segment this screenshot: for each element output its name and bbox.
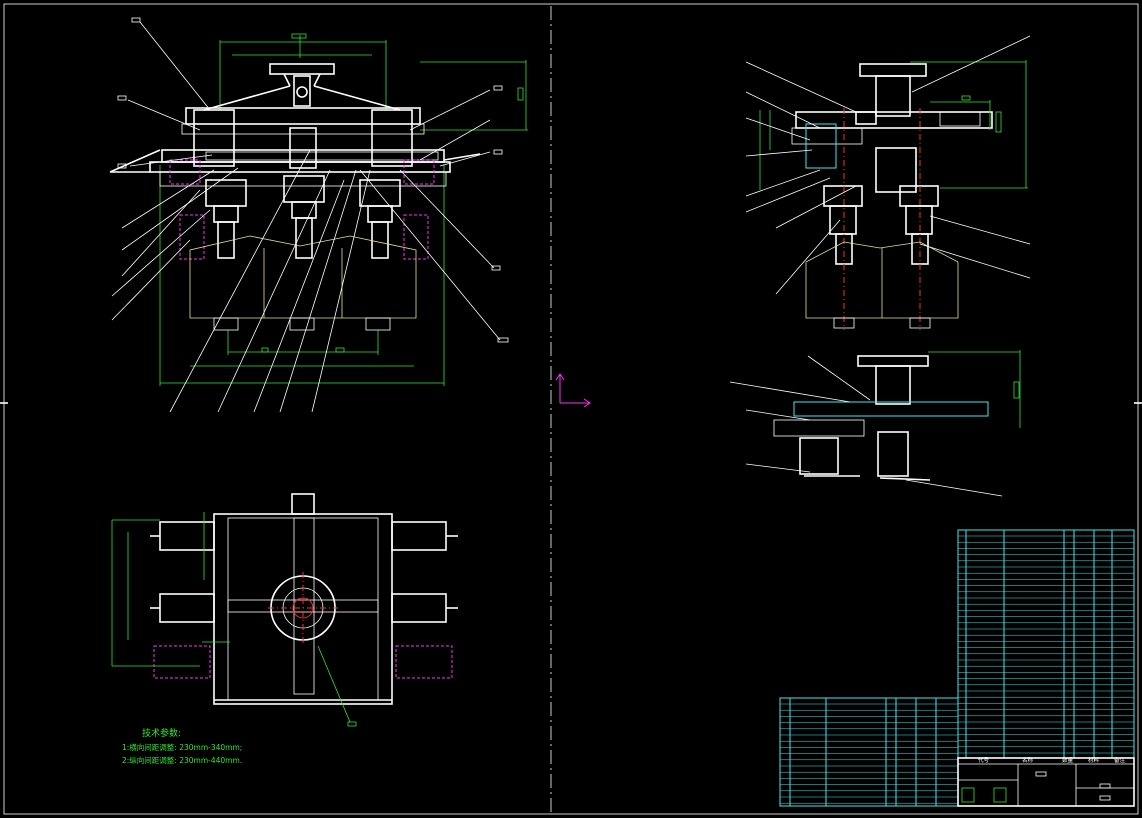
parts-list-right	[957, 529, 1135, 759]
gripper-heads	[205, 175, 401, 259]
title-block-col-name: 名称	[1022, 756, 1034, 764]
side-view-leaders	[745, 35, 1031, 295]
front-view	[109, 17, 528, 413]
side-view	[745, 35, 1031, 330]
partial-side-view	[729, 350, 1021, 497]
side-view-body	[791, 63, 993, 330]
bottles	[189, 235, 417, 331]
side-view-bottles	[805, 241, 959, 329]
front-view-dimensions	[159, 33, 528, 386]
top-view-dimensions	[111, 512, 357, 727]
front-view-hidden-parts	[169, 159, 435, 260]
title-block-col-qty: 数量	[1062, 756, 1074, 764]
sheet-border	[0, 3, 1142, 815]
title-block-col-remark: 备注	[1114, 756, 1126, 764]
tech-note-vertical: 2:纵向间距调整: 230mm-440mm.	[122, 755, 242, 765]
lifting-handle	[203, 63, 401, 111]
parts-list-left	[779, 697, 959, 807]
title-block-col-code: 代号	[978, 756, 990, 764]
ucs-axis-icon	[555, 373, 591, 408]
tech-note-horizontal: 1:横向间距调整: 230mm-340mm;	[122, 742, 242, 752]
main-frame	[109, 107, 481, 187]
top-view	[111, 493, 458, 727]
tech-notes-title: 技术参数:	[142, 727, 181, 739]
title-block: 代号 名称 数量 材料 备注	[957, 756, 1135, 807]
technical-notes: 技术参数: 1:横向间距调整: 230mm-340mm; 2:纵向间距调整: 2…	[122, 727, 242, 765]
side-view-dimensions	[759, 60, 1028, 190]
title-block-col-material: 材料	[1088, 756, 1100, 764]
front-view-leaders	[111, 17, 509, 413]
